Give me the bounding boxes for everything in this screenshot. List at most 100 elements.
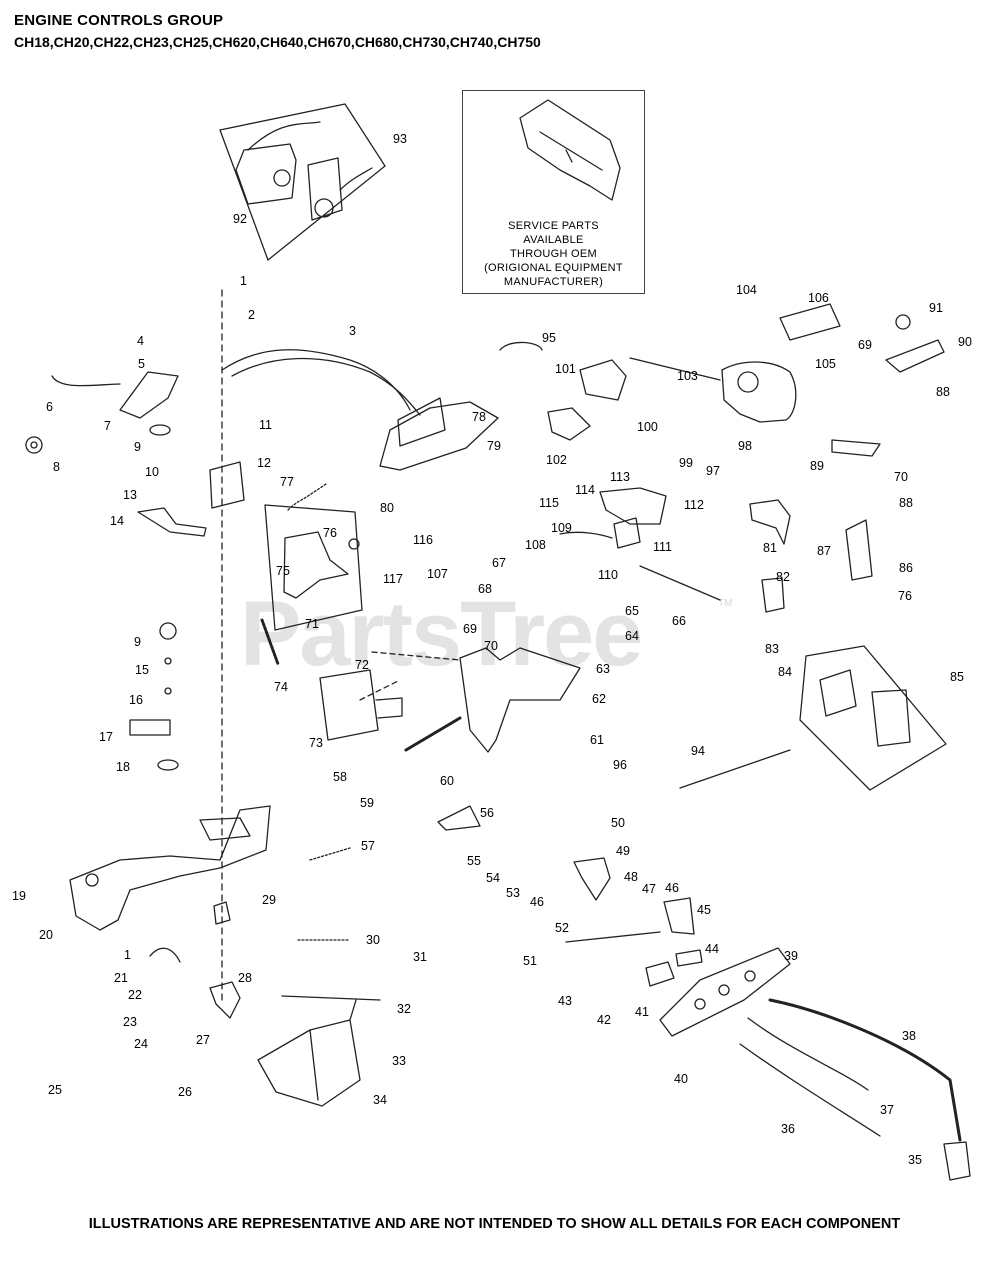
part-callout-90: 90: [958, 335, 972, 349]
part-callout-27: 27: [196, 1033, 210, 1047]
part-callout-97: 97: [706, 464, 720, 478]
part-callout-36: 36: [781, 1122, 795, 1136]
part-callout-63: 63: [596, 662, 610, 676]
part-callout-93: 93: [393, 132, 407, 146]
oem-note-line: MANUFACTURER): [503, 276, 604, 288]
part-callout-5: 5: [138, 357, 145, 371]
part-callout-111: 111: [653, 540, 672, 554]
carburetor: [721, 361, 797, 423]
part-callout-81: 81: [763, 541, 777, 555]
watermark: PartsTree: [240, 583, 643, 685]
part-callout-46: 46: [665, 881, 679, 895]
diagram-title: ENGINE CONTROLS GROUP: [14, 12, 224, 29]
part-callout-1: 1: [124, 948, 131, 962]
part-callout-22: 22: [128, 988, 142, 1002]
part-callout-75: 75: [276, 564, 290, 578]
part-callout-106: 106: [808, 291, 829, 305]
part-callout-107: 107: [427, 567, 448, 581]
part-callout-79: 79: [487, 439, 501, 453]
part-callout-16: 16: [129, 693, 143, 707]
part-callout-21: 21: [114, 971, 128, 985]
cable-bracket: [379, 401, 499, 471]
part-callout-61: 61: [590, 733, 604, 747]
oem-note-line: THROUGH OEM: [509, 248, 598, 260]
part-callout-7: 7: [104, 419, 111, 433]
model-list: CH18,CH20,CH22,CH23,CH25,CH620,CH640,CH6…: [14, 34, 541, 50]
oem-bracket: [519, 99, 621, 201]
motor-wire: [247, 121, 321, 151]
part-callout-105: 105: [815, 357, 836, 371]
part-callout-86: 86: [899, 561, 913, 575]
part-callout-25: 25: [48, 1083, 62, 1097]
part-callout-17: 17: [99, 730, 113, 744]
motor-bracket: [307, 157, 343, 221]
part-callout-4: 4: [137, 334, 144, 348]
part-callout-114: 114: [575, 483, 595, 497]
watermark-tm: TM: [718, 598, 733, 609]
part-callout-53: 53: [506, 886, 520, 900]
part-callout-12: 12: [257, 456, 271, 470]
part-callout-37: 37: [880, 1103, 894, 1117]
part-callout-76: 76: [323, 526, 337, 540]
part-callout-116: 116: [413, 533, 433, 547]
oem-note-line: AVAILABLE: [523, 234, 584, 246]
part-callout-42: 42: [597, 1013, 611, 1027]
part-callout-10: 10: [145, 465, 159, 479]
part-callout-13: 13: [123, 488, 137, 502]
part-callout-56: 56: [480, 806, 494, 820]
part-callout-68: 68: [478, 582, 492, 596]
part-callout-78: 78: [472, 410, 486, 424]
part-callout-40: 40: [674, 1072, 688, 1086]
part-callout-108: 108: [525, 538, 546, 552]
control-plate: [659, 947, 791, 1037]
part-callout-44: 44: [705, 942, 719, 956]
part-callout-43: 43: [558, 994, 572, 1008]
inset-frame-84: [799, 645, 947, 791]
part-callout-59: 59: [360, 796, 374, 810]
part-callout-83: 83: [765, 642, 779, 656]
mounting-bracket: [69, 805, 271, 931]
part-callout-103: 103: [677, 369, 698, 383]
part-callout-34: 34: [373, 1093, 387, 1107]
part-callout-46: 46: [530, 895, 544, 909]
part-callout-76: 76: [898, 589, 912, 603]
part-callout-19: 19: [12, 889, 26, 903]
part-callout-18: 18: [116, 760, 130, 774]
part-callout-101: 101: [555, 362, 576, 376]
part-callout-30: 30: [366, 933, 380, 947]
part-callout-26: 26: [178, 1085, 192, 1099]
part-callout-45: 45: [697, 903, 711, 917]
part-callout-100: 100: [637, 420, 658, 434]
part-callout-3: 3: [349, 324, 356, 338]
part-callout-82: 82: [776, 570, 790, 584]
part-callout-50: 50: [611, 816, 625, 830]
part-callout-117: 117: [383, 572, 403, 586]
part-callout-54: 54: [486, 871, 500, 885]
inset-frame-93: [219, 103, 386, 261]
part-callout-96: 96: [613, 758, 627, 772]
stepper-motor: [235, 143, 297, 205]
part-callout-67: 67: [492, 556, 506, 570]
part-callout-32: 32: [397, 1002, 411, 1016]
part-callout-41: 41: [635, 1005, 649, 1019]
oem-inset-frame: SERVICE PARTS AVAILABLE THROUGH OEM (ORI…: [462, 90, 645, 294]
part-callout-31: 31: [413, 950, 427, 964]
oem-note-line: SERVICE PARTS: [508, 220, 599, 232]
part-callout-47: 47: [642, 882, 656, 896]
part-callout-64: 64: [625, 629, 639, 643]
part-callout-109: 109: [551, 521, 572, 535]
part-callout-33: 33: [392, 1054, 406, 1068]
part-callout-11: 11: [259, 418, 272, 432]
oem-note: SERVICE PARTS AVAILABLE THROUGH OEM (ORI…: [463, 219, 644, 289]
part-callout-52: 52: [555, 921, 569, 935]
part-callout-112: 112: [684, 498, 704, 512]
part-callout-72: 72: [355, 658, 369, 672]
part-callout-20: 20: [39, 928, 53, 942]
part-callout-99: 99: [679, 456, 693, 470]
part-callout-70: 70: [484, 639, 498, 653]
part-callout-88: 88: [936, 385, 950, 399]
part-callout-1: 1: [240, 274, 247, 288]
part-callout-49: 49: [616, 844, 630, 858]
